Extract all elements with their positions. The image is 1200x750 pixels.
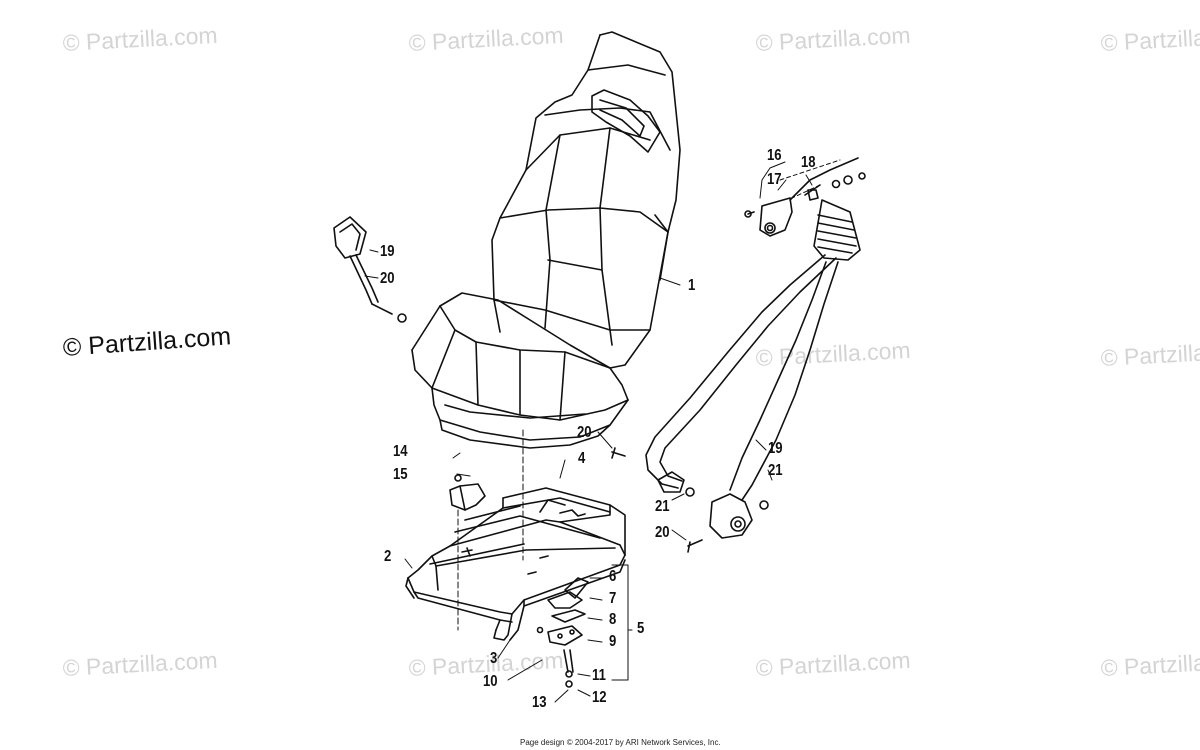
- leader-lines: [364, 159, 841, 703]
- callout-8: 8: [609, 611, 617, 628]
- callout-15: 15: [393, 466, 408, 483]
- hardware-stack: [536, 577, 589, 688]
- callout-10: 10: [483, 673, 498, 690]
- callout-21: 21: [768, 462, 783, 479]
- callout-7: 7: [609, 590, 617, 607]
- callout-11: 11: [592, 667, 606, 684]
- callout-5: 5: [637, 620, 645, 637]
- callout-13: 13: [532, 694, 547, 711]
- callout-3: 3: [490, 650, 498, 667]
- callout-20: 20: [655, 524, 670, 541]
- callout-17: 17: [767, 171, 782, 188]
- callout-20: 20: [380, 270, 395, 287]
- callout-4: 4: [578, 450, 586, 467]
- callout-1: 1: [688, 277, 696, 294]
- callout-21: 21: [655, 498, 670, 515]
- callout-20: 20: [577, 424, 592, 441]
- callout-19: 19: [380, 243, 395, 260]
- callout-6: 6: [609, 568, 617, 585]
- bracket: [449, 474, 486, 511]
- callout-9: 9: [609, 633, 617, 650]
- seat-back: [491, 31, 681, 369]
- callout-2: 2: [384, 548, 392, 565]
- seat-frame: [405, 487, 626, 641]
- left-buckle: [333, 216, 407, 323]
- callout-12: 12: [592, 689, 607, 706]
- footer-copyright: Page design © 2004-2017 by ARI Network S…: [520, 738, 721, 747]
- callout-14: 14: [393, 443, 408, 460]
- seat-bottom: [411, 292, 629, 449]
- callout-19: 19: [768, 440, 783, 457]
- seat-belt-assembly: [611, 157, 866, 553]
- callout-18: 18: [801, 154, 816, 171]
- callout-16: 16: [767, 147, 782, 164]
